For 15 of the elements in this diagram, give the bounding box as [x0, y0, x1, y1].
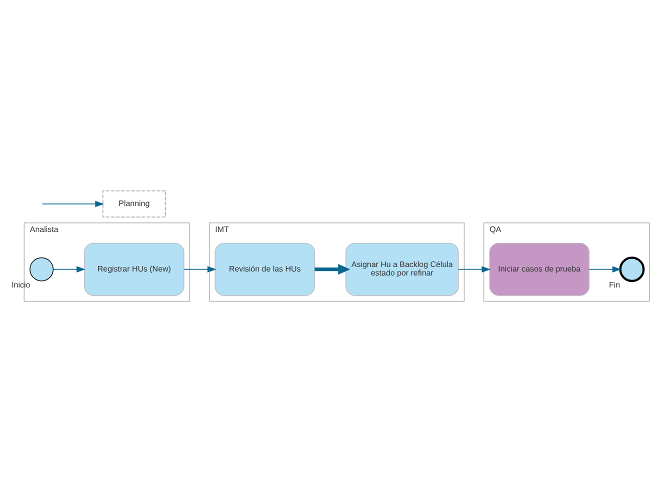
node-box: Iniciar casos de prueba: [489, 242, 590, 296]
node-circle: [619, 256, 645, 282]
arrow: [314, 264, 350, 274]
arrow: [42, 200, 104, 207]
arrow: [588, 266, 622, 272]
node-box: Asignar Hu a Backlog Célula estado por refinar: [345, 242, 459, 296]
node-box: Planning: [102, 190, 166, 217]
node-label: Inicio: [12, 280, 30, 289]
arrow: [53, 266, 86, 272]
node-box: Revisión de las HUs: [214, 242, 315, 296]
node-circle: [30, 256, 54, 281]
arrow: [184, 266, 216, 272]
node-box: Registrar HUs (New): [84, 242, 184, 296]
arrow: [458, 266, 491, 272]
node-label: Fin: [608, 280, 620, 289]
